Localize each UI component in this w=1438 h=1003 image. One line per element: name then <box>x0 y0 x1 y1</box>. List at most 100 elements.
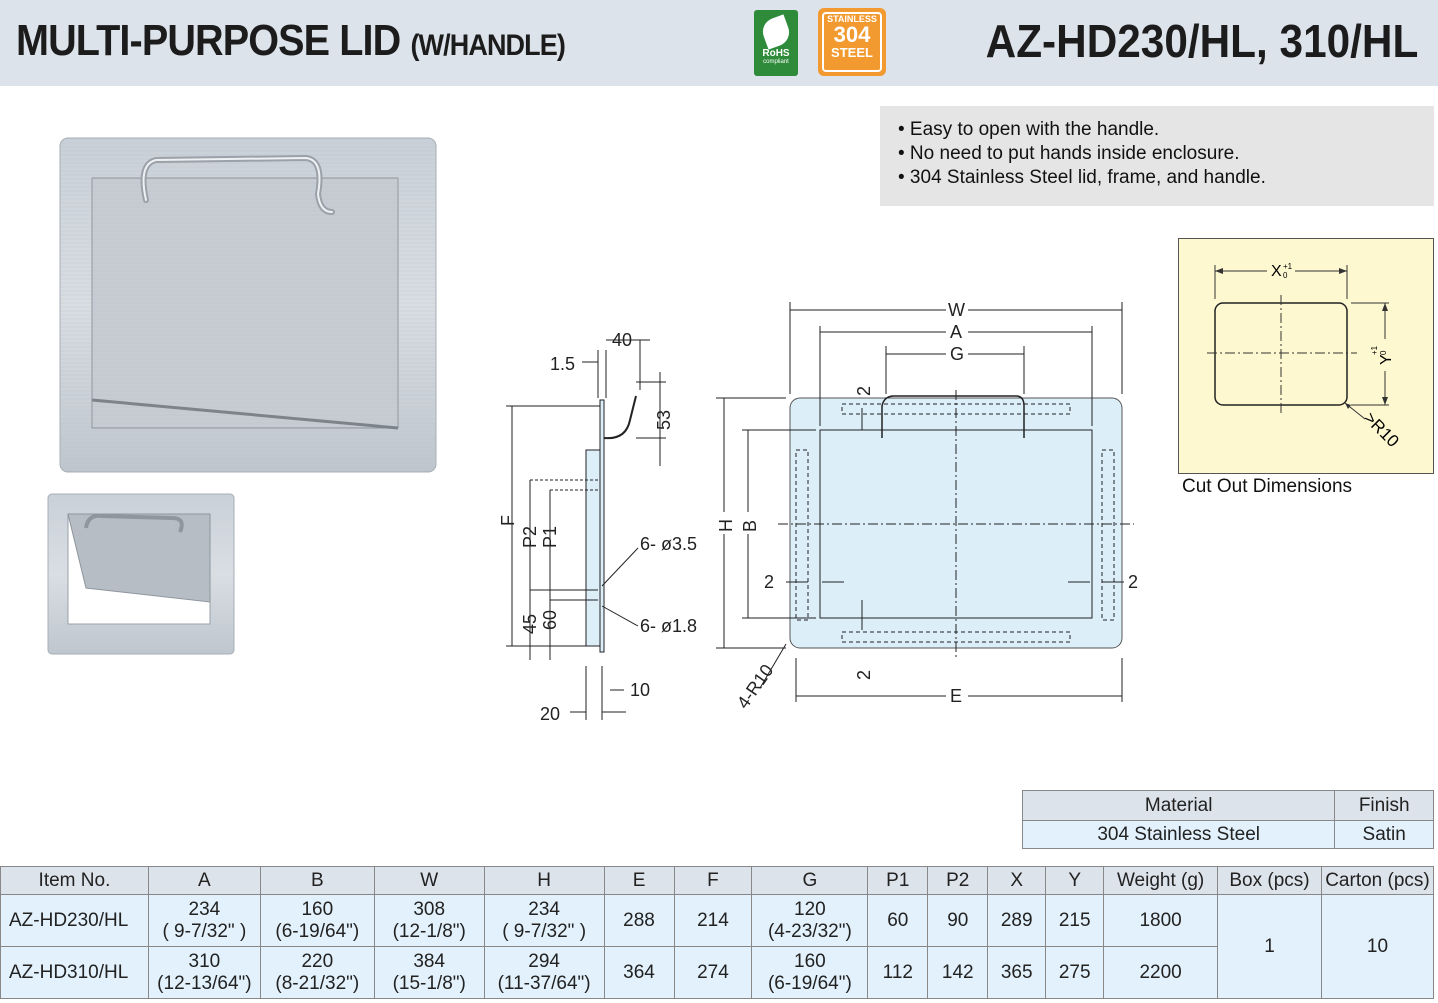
col-header: A <box>147 866 261 895</box>
col-header: X <box>987 866 1047 895</box>
col-header: P1 <box>867 866 929 895</box>
dim-P2: P2 <box>520 526 540 548</box>
svg-text:0: 0 <box>1379 350 1388 355</box>
col-header: B <box>259 866 375 895</box>
dim-W: W <box>948 300 965 320</box>
cell-H: 234( 9-7/32" ) <box>483 894 605 947</box>
cell-X: 365 <box>987 946 1047 999</box>
dim-B: B <box>740 520 760 532</box>
dim-45: 45 <box>520 614 540 634</box>
side-view <box>506 339 666 720</box>
dim-10: 10 <box>630 680 650 700</box>
svg-text:0: 0 <box>1283 271 1288 280</box>
cell-carton: 10 <box>1320 894 1435 999</box>
material-table: Material Finish 304 Stainless Steel Sati… <box>1021 790 1434 849</box>
dim-H: H <box>716 519 736 532</box>
dim-20: 20 <box>540 704 560 724</box>
cutout-radius-label: >R10 <box>1360 408 1403 451</box>
cell-F: 274 <box>673 946 753 999</box>
leaf-icon <box>758 14 794 50</box>
dim-2-bottom: 2 <box>854 670 874 680</box>
col-header: Box (pcs) <box>1217 866 1322 895</box>
rohs-sub-label: compliant <box>763 59 789 65</box>
dim-E: E <box>950 686 962 706</box>
cell-P1: 112 <box>867 946 929 999</box>
front-view <box>716 302 1134 702</box>
dim-40: 40 <box>612 330 632 350</box>
col-header: G <box>751 866 869 895</box>
dim-53: 53 <box>654 410 674 430</box>
col-header: E <box>603 866 675 895</box>
model-number: AZ-HD230/HL, 310/HL <box>985 15 1418 67</box>
cell-P2: 142 <box>927 946 989 999</box>
col-header: W <box>373 866 485 895</box>
cell-E: 288 <box>603 894 675 947</box>
dim-G: G <box>950 344 964 364</box>
dim-2-left: 2 <box>764 572 774 592</box>
spec-header-row: Item No. A B W H E F G P1 P2 X Y Weight … <box>0 866 1435 895</box>
cell-P2: 90 <box>927 894 989 947</box>
table-row: AZ-HD230/HL 234( 9-7/32" ) 160(6-19/64")… <box>0 894 1435 999</box>
dim-2-right: 2 <box>1128 572 1138 592</box>
cell-B: 160(6-19/64") <box>259 894 375 947</box>
feature-item: • 304 Stainless Steel lid, frame, and ha… <box>898 167 1266 188</box>
holes-3-5: 6- ø3.5 <box>640 534 697 554</box>
cell-W: 384(15-1/8") <box>373 946 485 999</box>
product-photo-closed <box>59 137 437 473</box>
dim-A: A <box>950 322 962 342</box>
dim-F: F <box>498 515 518 526</box>
cell-G: 120(4-23/32") <box>751 894 869 947</box>
feature-item: • Easy to open with the handle. <box>898 119 1160 140</box>
cell-W: 308(12-1/8") <box>373 894 485 947</box>
col-header: Weight (g) <box>1103 866 1219 895</box>
col-header: Carton (pcs) <box>1320 866 1435 895</box>
feature-item: • No need to put hands inside enclosure. <box>898 143 1240 164</box>
dim-1-5: 1.5 <box>550 354 575 374</box>
feature-list: • Easy to open with the handle. • No nee… <box>880 106 1434 206</box>
technical-drawing: 40 1.5 53 F P2 P1 6- ø3.5 6- ø1.8 45 60 … <box>498 300 1138 724</box>
item-number: AZ-HD230/HL <box>0 894 149 947</box>
stainless-top-label: STAINLESS <box>827 14 877 24</box>
cell-Y: 275 <box>1045 946 1105 999</box>
stainless-number: 304 <box>833 22 871 47</box>
cell-H: 294(11-37/64") <box>483 946 605 999</box>
product-photo-open <box>47 493 235 655</box>
table-row: AZ-HD310/HL 310(12-13/64") 220(8-21/32")… <box>0 946 1434 999</box>
col-header: Y <box>1045 866 1105 895</box>
cell-weight: 2200 <box>1103 946 1219 999</box>
cell-A: 310(12-13/64") <box>147 946 261 999</box>
dim-P1: P1 <box>540 526 560 548</box>
cutout-x-label: X <box>1271 263 1282 280</box>
title-sub: (W/HANDLE) <box>410 29 565 62</box>
stainless-bottom-label: STEEL <box>831 45 873 60</box>
dim-2-top: 2 <box>854 386 874 396</box>
dim-radius: 4-R10 <box>733 661 778 713</box>
page-title: MULTI-PURPOSE LID (W/HANDLE) <box>16 16 566 66</box>
cell-weight: 1800 <box>1103 894 1219 947</box>
spec-table: Item No. A B W H E F G P1 P2 X Y Weight … <box>0 866 1435 999</box>
svg-text:+1: +1 <box>1370 345 1379 355</box>
col-header: F <box>673 866 753 895</box>
material-value: 304 Stainless Steel <box>1021 820 1336 849</box>
page-header: MULTI-PURPOSE LID (W/HANDLE) RoHS compli… <box>0 0 1438 86</box>
cutout-y-label: Y <box>1378 354 1395 365</box>
rohs-label: RoHS <box>762 48 790 59</box>
cell-A: 234( 9-7/32" ) <box>147 894 261 947</box>
cell-G: 160(6-19/64") <box>751 946 869 999</box>
dim-60: 60 <box>540 610 560 630</box>
item-number: AZ-HD310/HL <box>0 946 149 999</box>
holes-1-8: 6- ø1.8 <box>640 616 697 636</box>
cutout-caption: Cut Out Dimensions <box>1182 476 1353 497</box>
cell-B: 220(8-21/32") <box>259 946 375 999</box>
rohs-badge: RoHS compliant <box>754 10 798 76</box>
svg-text:+1: +1 <box>1283 262 1293 271</box>
col-header: P2 <box>927 866 989 895</box>
col-header: Item No. <box>0 866 149 895</box>
cell-X: 289 <box>987 894 1047 947</box>
cutout-diagram: X +1 0 Y +1 0 >R10 <box>1178 238 1434 474</box>
cell-E: 364 <box>603 946 675 999</box>
finish-header: Finish <box>1334 790 1434 821</box>
material-header: Material <box>1021 790 1336 821</box>
cell-box: 1 <box>1217 894 1322 999</box>
col-header: H <box>483 866 605 895</box>
